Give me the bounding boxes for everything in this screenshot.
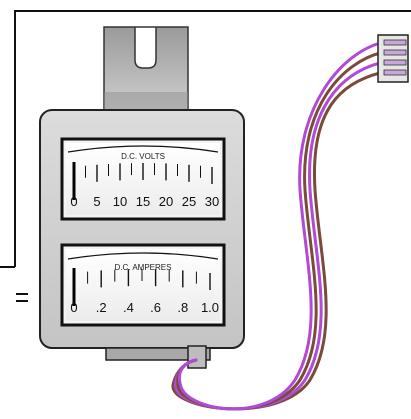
volt-tick-label: 0 bbox=[70, 194, 77, 209]
frame-line bbox=[14, 10, 411, 267]
wire-2 bbox=[173, 60, 386, 411]
connector-pin-2 bbox=[383, 49, 407, 56]
amp-tick-labels: 0 .2 .4 .6 .8 1.0 bbox=[70, 300, 219, 315]
volt-tick-label: 30 bbox=[205, 194, 219, 209]
amp-meter-face bbox=[66, 249, 220, 321]
terminal-post bbox=[187, 345, 207, 369]
amp-tick-label: .6 bbox=[150, 300, 161, 315]
volt-meter-icon: D.C. VOLTS 0 5 10 15 20 25 30 bbox=[60, 137, 226, 221]
wire-bundle bbox=[171, 40, 386, 411]
volt-tick-label: 10 bbox=[113, 194, 127, 209]
volt-tick-label: 5 bbox=[93, 194, 100, 209]
wire-3 bbox=[176, 50, 386, 411]
connector-pin-4 bbox=[383, 69, 407, 76]
bracket-shadow bbox=[104, 92, 188, 112]
connector-pin-1 bbox=[383, 39, 407, 46]
connector-pin-3 bbox=[383, 59, 407, 66]
volt-scale-label: D.C. VOLTS bbox=[121, 152, 165, 161]
volt-scale-arc bbox=[67, 145, 219, 153]
amp-tick-label: .2 bbox=[96, 300, 107, 315]
amp-tick-label: 1.0 bbox=[201, 300, 219, 315]
volt-tick-label: 20 bbox=[159, 194, 173, 209]
amp-scale-label: D.C. AMPERES bbox=[115, 263, 172, 272]
wire-4 bbox=[177, 40, 386, 411]
connector-plug-icon bbox=[377, 34, 409, 83]
volt-tick-labels: 0 5 10 15 20 25 30 bbox=[70, 194, 219, 209]
amp-tick-label: 0 bbox=[70, 300, 77, 315]
volt-tick-label: 15 bbox=[136, 194, 150, 209]
terminal-bar bbox=[105, 347, 211, 361]
wire-1 bbox=[171, 70, 386, 411]
amp-tick-label: .8 bbox=[177, 300, 188, 315]
amp-tick-label: .4 bbox=[123, 300, 134, 315]
volt-tick-label: 25 bbox=[182, 194, 196, 209]
amp-scale-arc bbox=[67, 252, 219, 260]
amp-meter-icon: D.C. AMPERES 0 .2 .4 .6 .8 1.0 bbox=[60, 243, 226, 327]
